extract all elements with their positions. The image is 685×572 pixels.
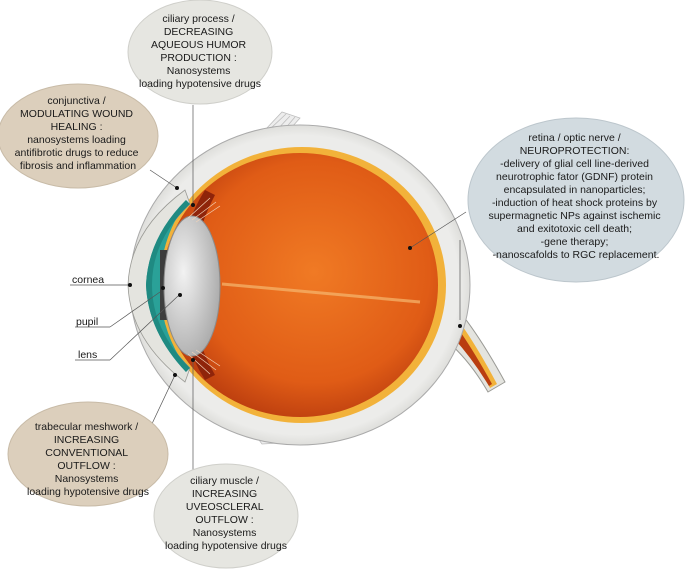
svg-text:trabecular meshwork / IN: trabecular meshwork / INCREASING CONVENT… xyxy=(27,421,149,498)
bubble-ciliary-muscle: ciliary muscle / INCREASING UVEOSCLERAL … xyxy=(153,463,299,569)
leader-lines xyxy=(70,105,467,470)
svg-text:ciliary process / DECREA: ciliary process / DECREASING AQUEOUS HUM… xyxy=(139,13,261,90)
label-pupil: pupil xyxy=(76,316,98,328)
svg-text:ciliary muscle / INCREAS: ciliary muscle / INCREASING UVEOSCLERAL … xyxy=(165,475,287,552)
bubble-trabecular: trabecular meshwork / INCREASING CONVENT… xyxy=(7,401,169,507)
bubble-conjunctiva: conjunctiva / MODULATING WOUND HEALING :… xyxy=(0,83,159,189)
label-lens: lens xyxy=(78,349,97,361)
lens-shape xyxy=(163,215,221,357)
marker-dots xyxy=(128,186,462,377)
vitreous-body xyxy=(162,153,438,417)
label-cornea: cornea xyxy=(72,274,104,286)
visual-axis xyxy=(221,282,421,304)
svg-text:conjunctiva / MODULATING: conjunctiva / MODULATING WOUND HEALING :… xyxy=(15,95,142,172)
ciliary-zonules xyxy=(187,197,221,375)
bubble-ciliary-process: ciliary process / DECREASING AQUEOUS HUM… xyxy=(127,0,273,105)
bubble-retina: retina / optic nerve / NEUROPROTECTION: … xyxy=(467,117,685,283)
svg-text:retina / optic nerve /: retina / optic nerve / NEUROPROTECTION: … xyxy=(488,132,663,261)
